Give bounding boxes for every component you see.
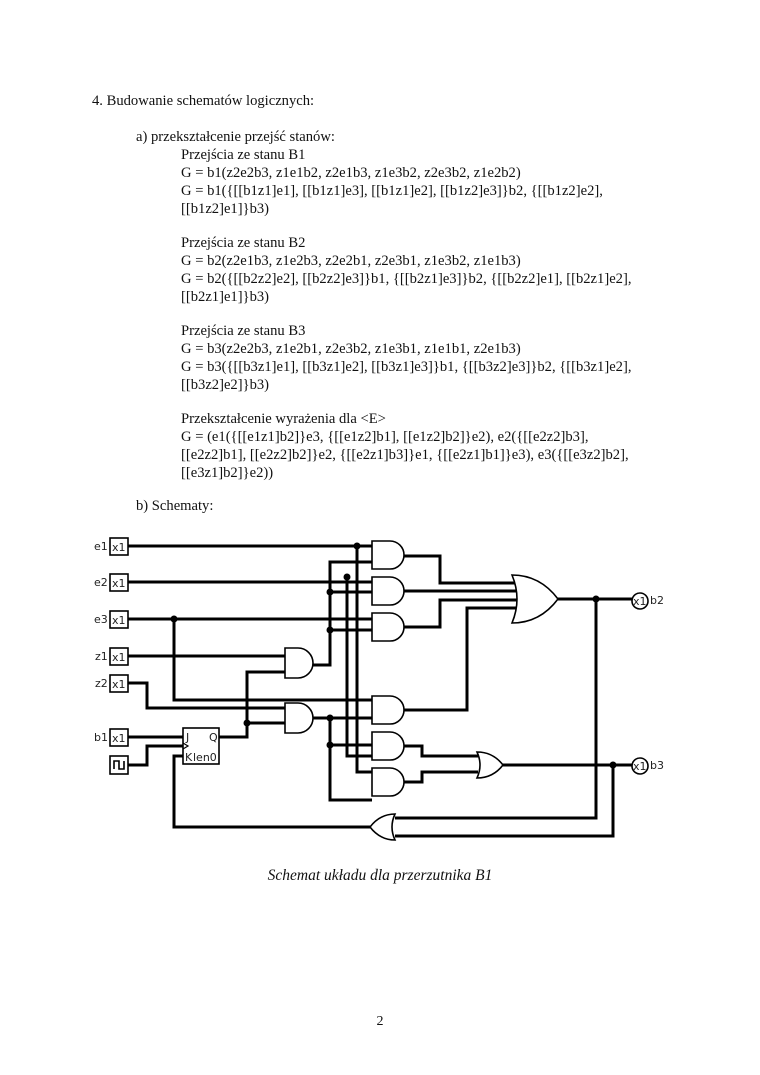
and-gate — [284, 702, 314, 734]
subsection-b-heading: b) Schematy: — [136, 498, 214, 514]
formula-line: G = b2({[[b2z2]e2], [[b2z2]e3]}b1, {[[b2… — [181, 271, 632, 287]
pin-box-label: x1 — [112, 541, 126, 554]
ff-j-label: J — [185, 731, 189, 744]
and-gate — [371, 576, 405, 606]
or-gate — [510, 574, 560, 624]
jk-flipflop: J Q K len0 — [182, 727, 220, 765]
and-gates — [284, 540, 405, 797]
output-label: b2 — [650, 594, 664, 607]
formula-line: G = b2(z2e1b3, z1e2b3, z2e2b1, z2e3b1, z… — [181, 253, 521, 269]
input-label: e1 — [94, 540, 108, 553]
pin-box-label: x1 — [112, 678, 126, 691]
clock-triangle-icon — [182, 742, 190, 750]
formula-line: [[b3z2]e2]}b3) — [181, 377, 270, 393]
figure-caption: Schemat układu dla przerzutnika B1 — [267, 867, 493, 884]
input-label: e3 — [94, 613, 108, 626]
and-gate — [371, 540, 405, 570]
input-label: z1 — [95, 650, 108, 663]
ff-k-label: K — [185, 751, 193, 764]
formula-line: G = (e1({[[e1z1]b2]}e3, {[[e1z2]b1], [[e… — [181, 429, 589, 445]
input-pins — [109, 537, 129, 775]
ff-q-label: Q — [209, 731, 218, 744]
block-title: Przejścia ze stanu B2 — [181, 235, 306, 251]
formula-line: [[b1z2]e1]}b3) — [181, 201, 270, 217]
page-number: 2 — [376, 1014, 384, 1029]
wires — [128, 544, 632, 838]
output-probes: x1 b2 x1 b3 — [631, 592, 664, 775]
and-gate — [371, 731, 405, 761]
and-gate — [371, 767, 405, 797]
subsection-a-heading: a) przekształcenie przejść stanów: — [136, 129, 335, 145]
formula-line: G = b3(z2e2b3, z1e2b1, z2e3b2, z1e3b1, z… — [181, 341, 521, 357]
formula-line: G = b3({[[b3z1]e1], [[b3z1]e2], [[b3z1]e… — [181, 359, 632, 375]
input-label: b1 — [94, 731, 108, 744]
pin-box-label: x1 — [112, 577, 126, 590]
pin-box-label: x1 — [112, 614, 126, 627]
block-title: Przejścia ze stanu B1 — [181, 147, 306, 163]
and-gate — [371, 612, 405, 642]
input-label: z2 — [95, 677, 108, 690]
input-label: e2 — [94, 576, 108, 589]
or-gate — [475, 751, 505, 779]
and-gate — [284, 647, 314, 679]
section-heading: 4. Budowanie schematów logicznych: — [92, 93, 315, 109]
formula-line: G = b1(z2e2b3, z1e1b2, z2e1b3, z1e3b2, z… — [181, 165, 521, 181]
block-title: Przejścia ze stanu B3 — [181, 323, 306, 339]
pin-box-label: x1 — [112, 732, 126, 745]
formula-line: [[e2z2]b1], [[e2z2]b2]}e2, {[[e2z1]b3]}e… — [181, 447, 629, 463]
pin-box-label: x1 — [112, 651, 126, 664]
formula-line: [[b2z1]e1]}b3) — [181, 289, 270, 305]
square-wave-icon — [113, 760, 125, 770]
junction-dots — [170, 542, 617, 769]
probe-box-label: x1 — [633, 595, 647, 608]
or-gate — [368, 813, 397, 841]
output-label: b3 — [650, 759, 664, 772]
formula-line: G = b1({[[b1z1]e1], [[b1z1]e3], [[b1z1]e… — [181, 183, 603, 199]
ff-name-label: len0 — [193, 751, 217, 764]
block-title: Przekształcenie wyrażenia dla <E> — [181, 411, 386, 427]
formula-line: [[e3z1]b2]}e2)) — [181, 465, 274, 481]
and-gate — [371, 695, 405, 725]
logic-circuit-diagram: e1 x1 e2 x1 e3 x1 z1 x1 z2 x1 b1 x1 J Q … — [94, 537, 664, 841]
or-gates — [368, 574, 560, 841]
probe-box-label: x1 — [633, 760, 647, 773]
